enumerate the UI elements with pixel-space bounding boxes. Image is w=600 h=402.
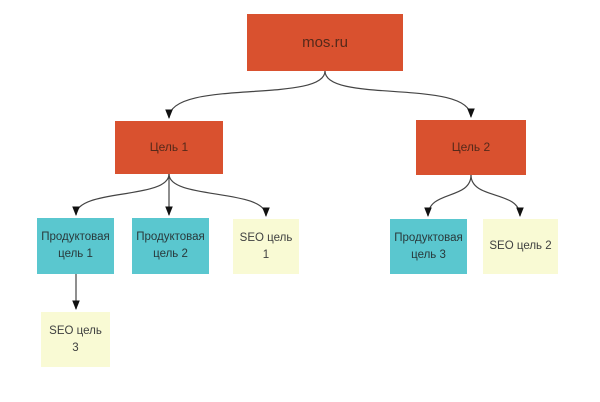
node-mos-ru-label: mos.ru [302, 33, 348, 51]
node-product-goal-3-label: Продуктовая цель 3 [394, 231, 463, 261]
node-product-goal-1-label: Продуктовая цель 1 [41, 231, 110, 260]
edge-goal1-seo1 [168, 173, 270, 217]
node-seo-goal-2-label: SEO цель 2 [489, 240, 552, 253]
node-seo-goal-2[interactable]: SEO цель 2 [483, 219, 558, 274]
edge-root-goal1 [165, 70, 326, 119]
edge-goal1-product1 [72, 173, 170, 216]
node-mos-ru[interactable]: mos.ru [247, 14, 403, 71]
node-product-goal-1[interactable]: Продуктовая цель 1 [37, 218, 114, 274]
node-goal-1[interactable]: Цель 1 [115, 121, 223, 174]
node-product-goal-2-label: Продуктовая цель 2 [136, 231, 205, 260]
node-product-goal-3[interactable]: Продуктовая цель 3 [390, 219, 467, 274]
node-seo-goal-3-label: SEO цель 3 [49, 324, 102, 354]
node-goal-1-label: Цель 1 [149, 139, 189, 154]
node-goal-2[interactable]: Цель 2 [416, 120, 526, 175]
edge-goal2-seo2 [470, 174, 524, 217]
node-seo-goal-1[interactable]: SEO цель 1 [233, 219, 299, 274]
edge-root-goal2 [324, 70, 475, 118]
edge-goal2-product3 [424, 174, 472, 217]
node-goal-2-label: Цель 2 [451, 139, 491, 154]
node-seo-goal-3[interactable]: SEO цель 3 [41, 312, 110, 367]
node-product-goal-2[interactable]: Продуктовая цель 2 [132, 218, 209, 274]
node-seo-goal-1-label: SEO цель 1 [239, 231, 293, 261]
